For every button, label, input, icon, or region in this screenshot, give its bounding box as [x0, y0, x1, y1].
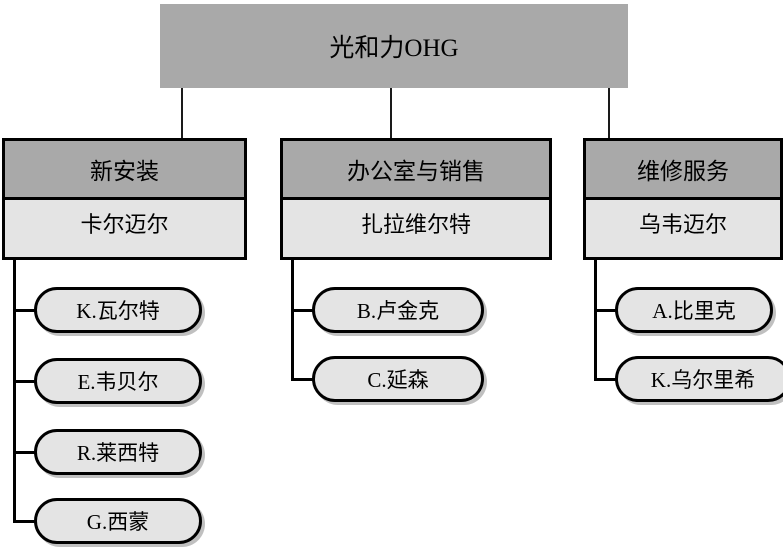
member-label-dept-3-1: A.比里克: [652, 299, 736, 323]
department-header-1: 新安装: [5, 141, 244, 200]
department-manager-row-1: 卡尔迈尔: [5, 200, 244, 245]
member-node-dept-2-2: C.延森: [312, 356, 484, 402]
member-node-dept-1-3: R.莱西特: [34, 429, 202, 475]
department-manager-1: 卡尔迈尔: [80, 211, 169, 237]
department-header-2: 办公室与销售: [283, 141, 549, 200]
connector-stub-dept-3-member-2: [594, 378, 620, 381]
connector-stub-dept-1-member-4: [13, 520, 39, 523]
member-node-dept-1-4: G.西蒙: [34, 498, 202, 544]
connector-stub-dept-1-member-2: [13, 380, 39, 383]
connector-root-to-dept-3: [608, 88, 610, 138]
department-node-1: 新安装 卡尔迈尔: [2, 138, 247, 260]
member-label-dept-1-1: K.瓦尔特: [76, 299, 160, 323]
root-node-label: 光和力OHG: [329, 35, 459, 62]
member-node-dept-1-1: K.瓦尔特: [34, 287, 202, 333]
department-header-3: 维修服务: [586, 141, 780, 200]
department-name-1: 新安装: [90, 159, 159, 184]
connector-spine-dept-2: [291, 260, 294, 380]
connector-stub-dept-1-member-3: [13, 451, 39, 454]
connector-root-to-dept-2: [390, 88, 392, 138]
connector-spine-dept-3: [594, 260, 597, 380]
connector-stub-dept-2-member-1: [291, 309, 317, 312]
department-name-3: 维修服务: [637, 159, 729, 184]
department-manager-2: 扎拉维尔特: [360, 211, 471, 237]
root-node-company: 光和力OHG: [160, 4, 628, 88]
department-node-2: 办公室与销售 扎拉维尔特: [280, 138, 552, 260]
member-node-dept-3-1: A.比里克: [615, 287, 773, 333]
member-node-dept-1-2: E.韦贝尔: [34, 358, 202, 404]
department-manager-row-2: 扎拉维尔特: [283, 200, 549, 245]
member-label-dept-2-1: B.卢金克: [356, 299, 440, 323]
department-name-2: 办公室与销售: [347, 159, 485, 184]
member-label-dept-1-3: R.莱西特: [76, 441, 160, 465]
connector-stub-dept-3-member-1: [594, 309, 620, 312]
connector-stub-dept-1-member-1: [13, 309, 39, 312]
connector-stub-dept-2-member-2: [291, 378, 317, 381]
member-node-dept-2-1: B.卢金克: [312, 287, 484, 333]
member-label-dept-3-2: K.乌尔里希: [650, 368, 756, 392]
member-label-dept-1-2: E.韦贝尔: [77, 370, 159, 394]
department-manager-row-3: 乌韦迈尔: [586, 200, 780, 245]
member-node-dept-3-2: K.乌尔里希: [615, 356, 783, 402]
department-manager-3: 乌韦迈尔: [638, 211, 727, 237]
department-node-3: 维修服务 乌韦迈尔: [583, 138, 783, 260]
connector-spine-dept-1: [13, 260, 16, 522]
member-label-dept-2-2: C.延森: [367, 368, 429, 392]
connector-root-to-dept-1: [181, 88, 183, 138]
member-label-dept-1-4: G.西蒙: [86, 510, 150, 534]
